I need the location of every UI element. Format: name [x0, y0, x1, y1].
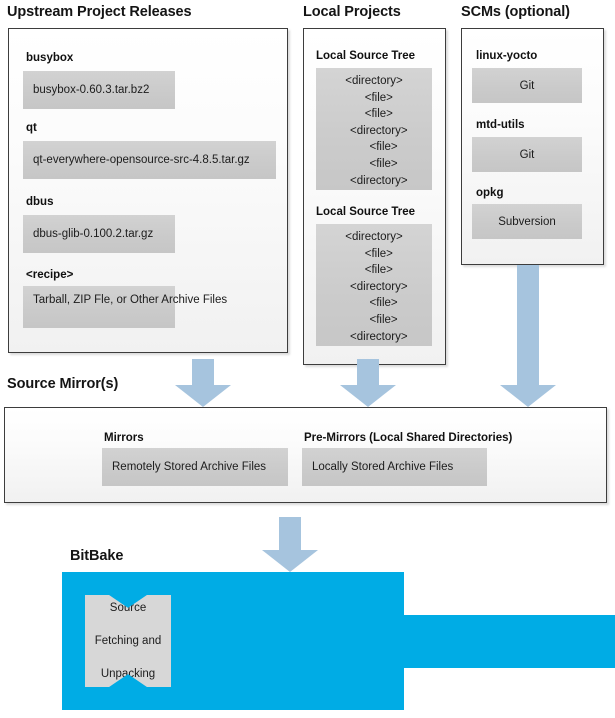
upstream-column-title: Upstream Project Releases: [7, 4, 192, 20]
tree-line: <file>: [355, 91, 393, 104]
upstream-item-label-busybox: busybox: [26, 52, 74, 64]
scm-item-label-mtd-utils: mtd-utils: [476, 119, 525, 131]
tree-line: <directory>: [345, 231, 403, 243]
local-source-tree-label-2: Local Source Tree: [316, 206, 416, 218]
recipe-value-line-1: Tarball, ZIP Fle, or: [33, 294, 127, 306]
scm-item-label-opkg: opkg: [476, 187, 504, 199]
tree-line: <file>: [355, 108, 393, 121]
upstream-item-value-busybox: busybox-0.60.3.tar.bz2: [23, 71, 175, 109]
tree-line: <file>: [350, 313, 398, 326]
tree-line: <file>: [355, 247, 393, 260]
tree-line: <directory>: [340, 280, 408, 293]
tree-line: <file>: [355, 264, 393, 277]
mirror-item-label-pre-mirrors: Pre-Mirrors (Local Shared Directories): [304, 432, 513, 444]
scm-item-label-linux-yocto: linux-yocto: [476, 50, 538, 62]
arrow-head: [262, 550, 318, 572]
mirror-item-label-mirrors: Mirrors: [104, 432, 144, 444]
scms-column-title: SCMs (optional): [461, 4, 570, 20]
tree-line: <file>: [350, 141, 398, 154]
scm-item-value-mtd-utils: Git: [472, 137, 582, 172]
tree-line: <directory>: [340, 124, 408, 137]
scm-item-value-opkg: Subversion: [472, 204, 582, 239]
upstream-item-label-qt: qt: [26, 122, 37, 134]
arrow-shaft: [192, 359, 214, 385]
arrow-upstream-to-mirror: [175, 359, 231, 407]
tree-line: <directory>: [345, 75, 403, 87]
task-line-3: Unpacking: [100, 667, 156, 680]
local-source-tree-label-1: Local Source Tree: [316, 50, 416, 62]
task-text: Source Fetching and Unpacking: [95, 600, 162, 683]
source-mirror-title: Source Mirror(s): [7, 376, 119, 392]
upstream-item-label-dbus: dbus: [26, 196, 54, 208]
arrow-head: [340, 385, 396, 407]
task-line-2: Fetching and: [94, 634, 162, 647]
arrow-shaft: [517, 265, 539, 385]
tree-line: <file>: [350, 297, 398, 310]
arrow-scms-to-mirror: [500, 265, 556, 407]
tree-line: <directory>: [340, 330, 408, 343]
scm-item-value-linux-yocto: Git: [472, 68, 582, 103]
arrow-shaft: [279, 517, 301, 550]
mirror-item-value-pre-mirrors: Locally Stored Archive Files: [302, 448, 487, 486]
upstream-item-value-recipe: Tarball, ZIP Fle, or Other Archive Files: [23, 286, 227, 328]
local-projects-column-title: Local Projects: [303, 4, 401, 20]
mirror-item-value-mirrors: Remotely Stored Archive Files: [102, 448, 288, 486]
upstream-item-value-qt: qt-everywhere-opensource-src-4.8.5.tar.g…: [23, 141, 276, 179]
arrow-head: [500, 385, 556, 407]
local-source-tree-block-1: <directory> <file> <file> <directory> <f…: [316, 68, 432, 190]
bitbake-title: BitBake: [70, 548, 124, 564]
arrow-shaft: [357, 359, 379, 385]
tree-line: <directory>: [340, 174, 408, 187]
bitbake-pipeline-tail: [404, 615, 615, 668]
local-source-tree-block-2: <directory> <file> <file> <directory> <f…: [316, 224, 432, 346]
arrow-head: [175, 385, 231, 407]
arrow-local-projects-to-mirror: [340, 359, 396, 407]
upstream-item-label-recipe: <recipe>: [26, 269, 74, 281]
arrow-mirror-to-bitbake: [262, 517, 318, 572]
source-fetching-and-unpacking-task: Source Fetching and Unpacking: [85, 595, 171, 687]
tree-line: <file>: [350, 157, 398, 170]
recipe-value-line-2: Other Archive Files: [129, 294, 228, 306]
upstream-item-value-dbus: dbus-glib-0.100.2.tar.gz: [23, 215, 175, 253]
